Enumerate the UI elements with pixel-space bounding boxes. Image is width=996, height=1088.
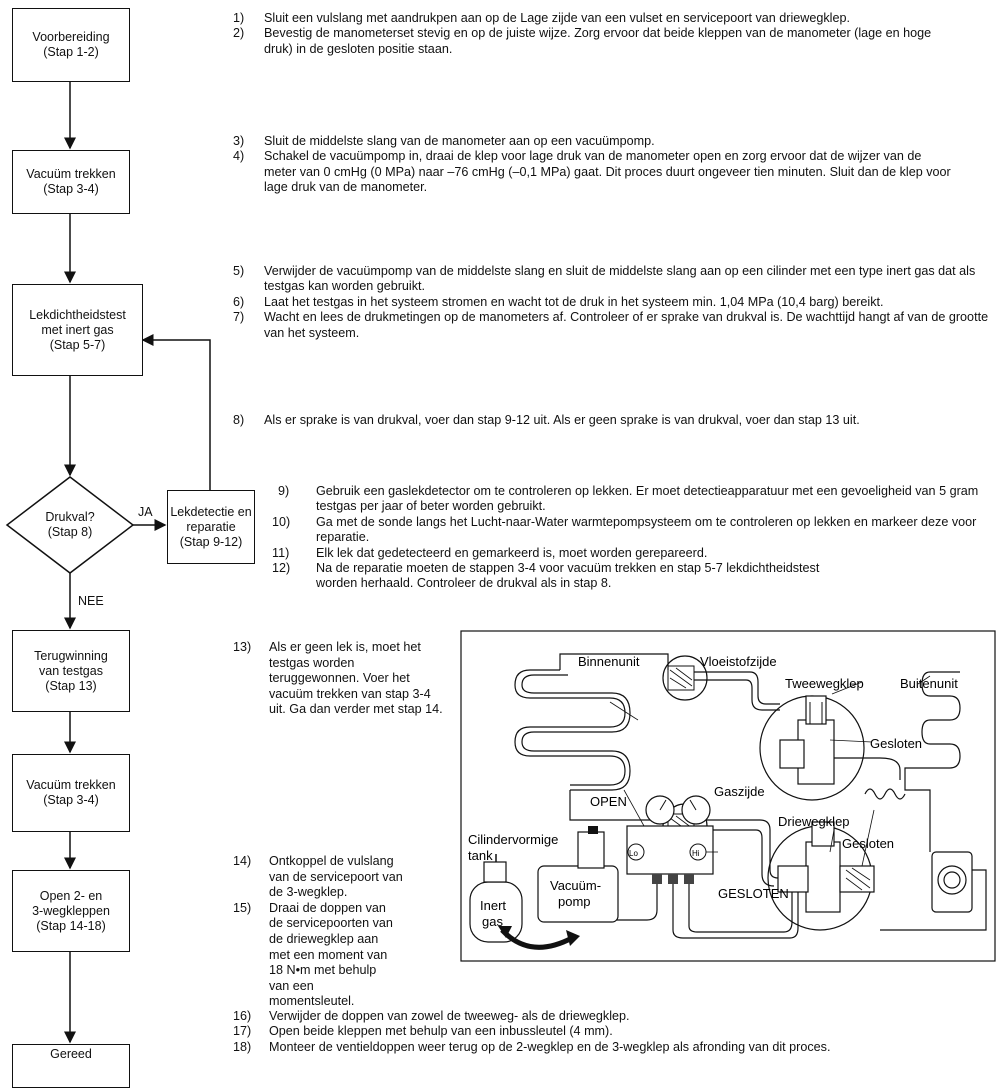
step-item: 17)Open beide kleppen met behulp van een… [233, 1024, 613, 1039]
ja-label: JA [138, 505, 153, 519]
steps-1-2: 1)Sluit een vulslang met aandrukpen aan … [233, 11, 933, 57]
drukval-label: Drukval? (Stap 8) [45, 510, 95, 539]
step-item: 5)Verwijder de vacuümpomp van de middels… [233, 264, 976, 294]
curved-arrow [500, 928, 574, 950]
step-item: 3)Sluit de middelste slang van de manome… [233, 134, 655, 148]
step-item: 10)Ga met de sonde langs het Lucht-naar-… [272, 514, 977, 545]
flow-vacuum-2: Vacuüm trekken (Stap 3-4) [12, 754, 130, 832]
vloeistofzijde-label: Vloeistofzijde [700, 654, 777, 669]
flow-lekdetectie: Lekdetectie en reparatie (Stap 9-12) [167, 490, 255, 564]
hi-label: Hi [692, 849, 700, 858]
step-item: 8)Als er sprake is van drukval, voer dan… [233, 413, 860, 427]
steps-9-12: 9)Gebruik een gaslekdetector om te contr… [272, 484, 992, 592]
cilinder-label-1: Cilindervormige [468, 832, 558, 847]
nee-label: NEE [78, 594, 104, 608]
inert-label-1: Inert [480, 898, 506, 913]
step-item: 15)Draai de doppen van de servicepoorten… [233, 900, 393, 1009]
lo-label: Lo [629, 849, 638, 858]
gaszijde-label: Gaszijde [714, 784, 765, 799]
step-13: 13)Als er geen lek is, moet het testgas … [233, 640, 443, 718]
gesloten-label-1: Gesloten [870, 736, 922, 751]
vacuum-label-2: pomp [558, 894, 591, 909]
flow-open-kleppen: Open 2- en 3-wegkleppen (Stap 14-18) [12, 870, 130, 952]
flow-gereed: Gereed [12, 1044, 130, 1088]
step-item: 12)Na de reparatie moeten de stappen 3-4… [272, 561, 820, 591]
compressor-icon [937, 865, 967, 895]
liquid-flare-nut [662, 655, 708, 701]
cilinder-label-2: tank [468, 848, 493, 863]
vacuum-label-1: Vacuüm- [550, 878, 601, 893]
steps-16-18: 16)Verwijder de doppen van zowel de twee… [233, 1009, 993, 1055]
inert-label-2: gas [482, 914, 503, 929]
step-item: 16)Verwijder de doppen van zowel de twee… [233, 1009, 630, 1023]
flow-lekdichtheidstest: Lekdichtheidstest met inert gas (Stap 5-… [12, 284, 143, 376]
step-item: 18)Monteer de ventieldoppen weer terug o… [233, 1039, 831, 1054]
steps-5-7: 5)Verwijder de vacuümpomp van de middels… [233, 264, 989, 341]
steps-14-15: 14)Ontkoppel de vulslang van de servicep… [233, 854, 455, 1010]
buitenunit-label: Buitenunit [900, 676, 958, 691]
flow-terugwinning: Terugwinning van testgas (Stap 13) [12, 630, 130, 712]
gesloten-label-2: Gesloten [842, 836, 894, 851]
step-item: 14)Ontkoppel de vulslang van de servicep… [233, 854, 403, 900]
service-diagram: Binnenunit Vloeistofzijde Tweewegklep Bu… [460, 630, 996, 962]
flow-voorbereiding: Voorbereiding (Stap 1-2) [12, 8, 130, 82]
step-item: 9)Gebruik een gaslekdetector om te contr… [278, 484, 979, 514]
step-item: 1)Sluit een vulslang met aandrukpen aan … [233, 11, 850, 25]
steps-3-4: 3)Sluit de middelste slang van de manome… [233, 134, 955, 196]
flow-vacuum-1: Vacuüm trekken (Stap 3-4) [12, 150, 130, 214]
binnenunit-label: Binnenunit [578, 654, 640, 669]
step-item: 13)Als er geen lek is, moet het testgas … [233, 640, 443, 717]
step-item: 7)Wacht en lees de drukmetingen op de ma… [233, 310, 989, 340]
step-item: 2)Bevestig de manometerset stevig en op … [233, 26, 932, 56]
step-item: 4)Schakel de vacuümpomp in, draai de kle… [233, 149, 951, 195]
step-item: 11)Elk lek dat gedetecteerd en gemarkeer… [272, 545, 708, 560]
step-item: 6)Laat het testgas in het systeem strome… [233, 294, 884, 309]
step-8: 8)Als er sprake is van drukval, voer dan… [233, 413, 967, 428]
tweewegklep-label: Tweewegklep [785, 676, 864, 691]
flowchart-connectors [5, 80, 211, 1044]
open-label: OPEN [590, 794, 627, 809]
driewegklep-label: Driewegklep [778, 814, 850, 829]
gesloten-caps-label: GESLOTEN [718, 886, 789, 901]
